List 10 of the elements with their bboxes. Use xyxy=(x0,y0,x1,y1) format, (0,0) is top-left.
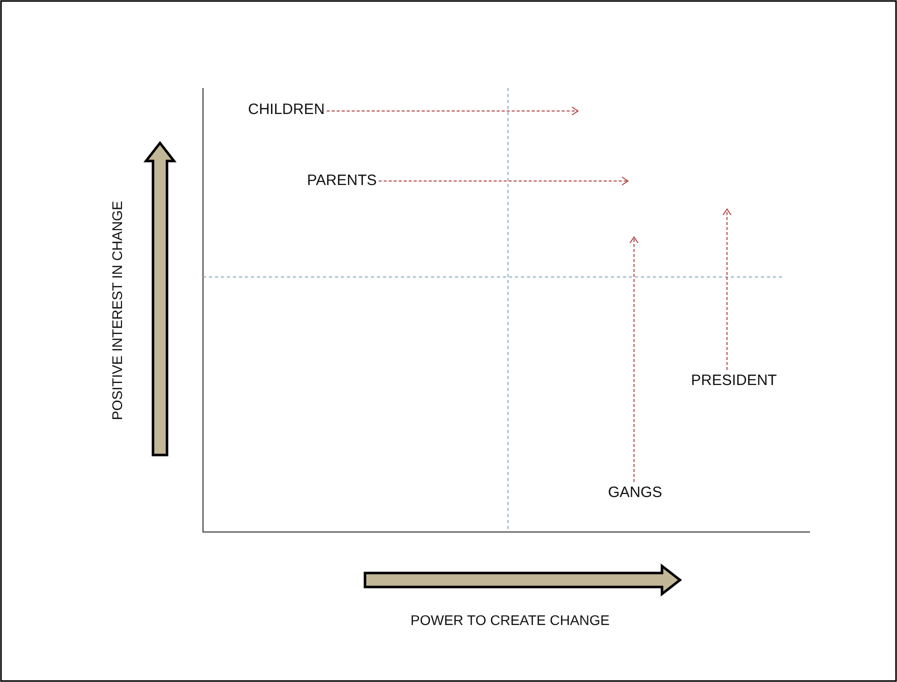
arrow xyxy=(326,106,578,116)
axis-title: POSITIVE INTEREST IN CHANGE xyxy=(108,200,126,420)
stakeholder-label: PRESIDENT xyxy=(691,372,777,390)
stakeholder-label: CHILDREN xyxy=(248,101,325,119)
arrow xyxy=(630,236,638,482)
stakeholder-label: PARENTS xyxy=(307,172,377,190)
arrow xyxy=(378,176,628,186)
stakeholder-label: GANGS xyxy=(608,484,662,502)
arrow xyxy=(722,208,732,370)
axis-title: POWER TO CREATE CHANGE xyxy=(410,612,610,628)
